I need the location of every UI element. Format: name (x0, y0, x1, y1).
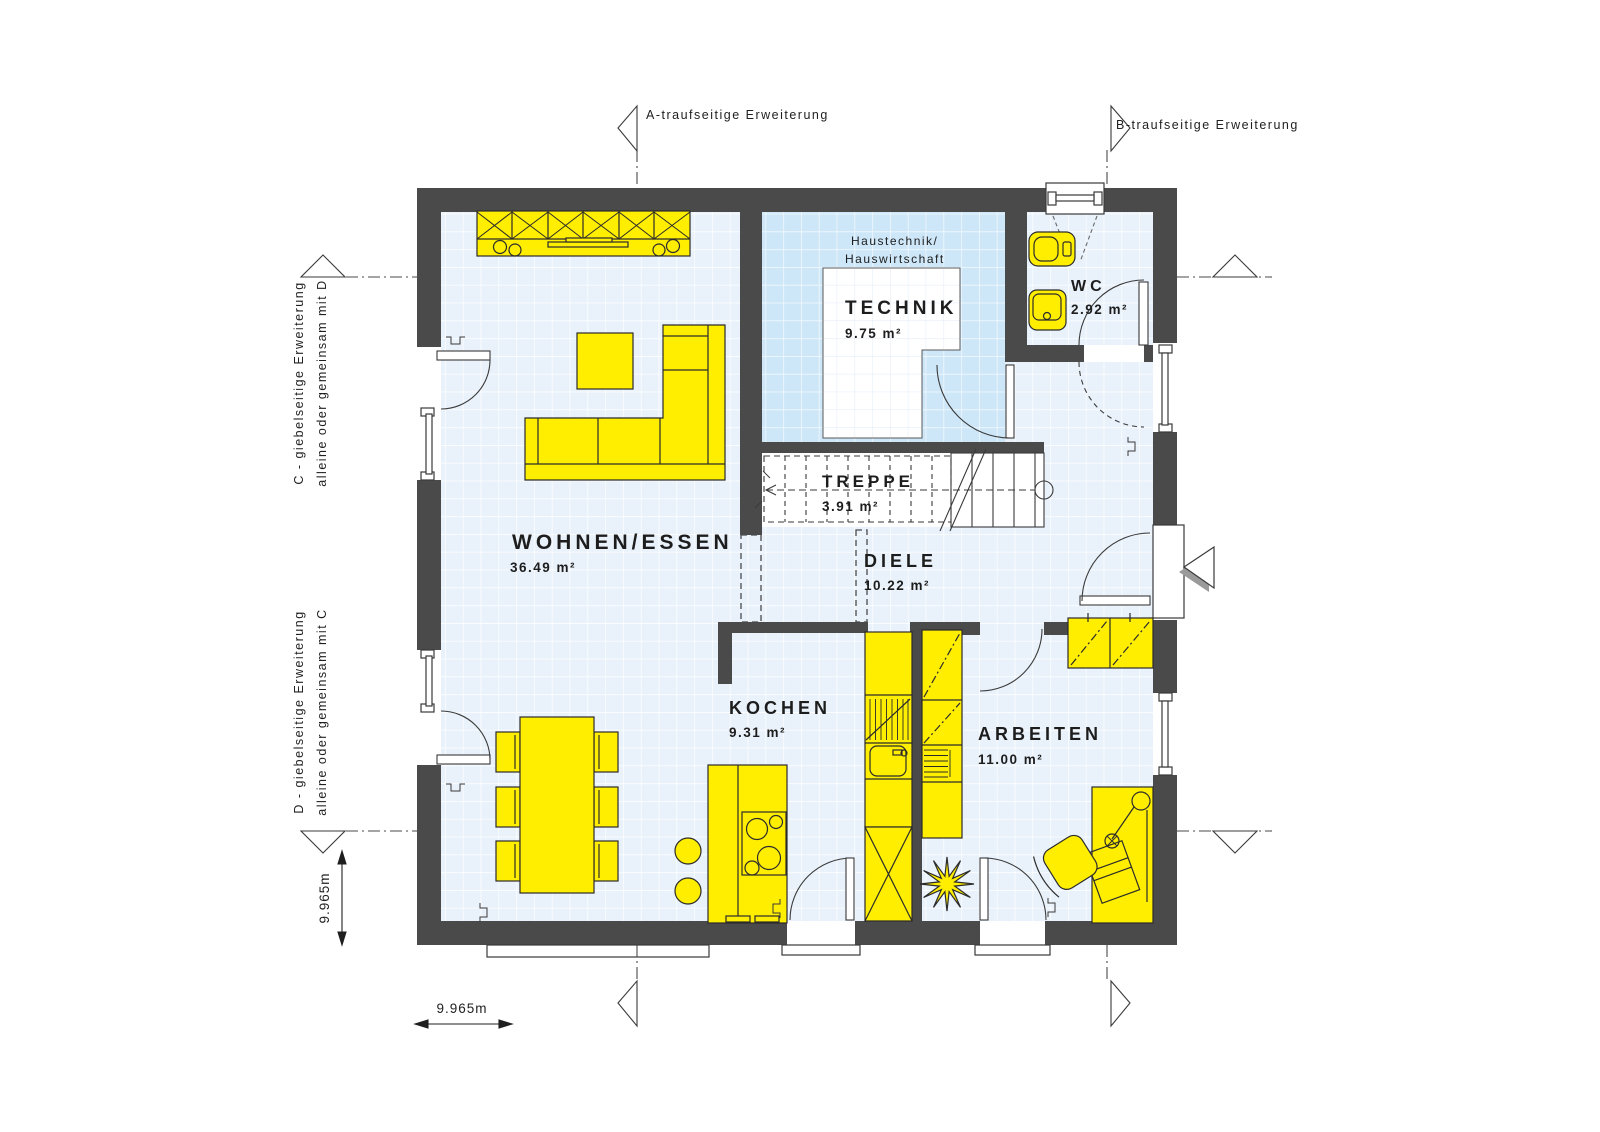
wall-wc-bottom-left (1005, 345, 1084, 362)
wall-kochen-arbeiten (910, 622, 922, 921)
entrance-arrow (1179, 545, 1215, 592)
stair-walk-arrow (764, 484, 777, 496)
sideboard (476, 210, 691, 257)
room-label-wohnen: WOHNEN/ESSEN (512, 531, 733, 554)
office-shelf (921, 629, 963, 839)
room-area-kochen: 9.31 m² (729, 725, 786, 740)
room-label-treppe: TREPPE (822, 472, 914, 491)
room-area-diele: 10.22 m² (864, 578, 930, 593)
technik-inset (822, 267, 961, 439)
annotation-d-line2: alleine oder gemeinsam mit C (315, 608, 329, 815)
sofa (524, 324, 726, 481)
axis-triangles (299, 104, 1259, 1028)
triangle-c-left (299, 254, 347, 278)
wall-kochen-stub (718, 622, 732, 684)
staircase (754, 448, 1054, 532)
window-right-arbeiten (1158, 692, 1173, 776)
wall-wohnen-technik (740, 212, 762, 535)
stool (674, 877, 702, 905)
terrace-edge (486, 944, 710, 958)
annotation-b: B-traufseitige Erweiterung (1116, 118, 1299, 132)
triangle-d-left (299, 830, 347, 854)
wall-kochen-top (718, 622, 868, 633)
threshold-kochen-door (781, 944, 861, 956)
wardrobe (1067, 613, 1154, 669)
wall-arbeiten-top-right (1044, 622, 1068, 635)
window-right-upper (1158, 344, 1173, 433)
room-label-technik: TECHNIK (845, 298, 957, 319)
toilet (1028, 231, 1076, 267)
dashed-opening-wohnen-diele (740, 534, 762, 623)
dining-set (495, 716, 619, 894)
cooktop (741, 811, 787, 876)
plant (919, 856, 975, 912)
window-wc-top (1045, 182, 1105, 215)
dimension-vertical: 9.965m (317, 872, 332, 923)
office-chair (1032, 834, 1098, 898)
door-wc (1078, 279, 1149, 428)
doors (436, 215, 1151, 921)
kitchen-island (707, 764, 788, 924)
furniture (476, 210, 1154, 924)
door-kochen-terrace (789, 857, 855, 921)
triangle-b-bottom (1110, 979, 1131, 1028)
door-arbeiten-terrace (979, 857, 1047, 921)
annotation-a: A-traufseitige Erweiterung (646, 108, 829, 122)
room-label-diele: DIELE (864, 551, 937, 571)
stair-walk-end (1034, 480, 1054, 500)
room-label-kochen: KOCHEN (729, 698, 831, 718)
technik-subtitle2: Hauswirtschaft (845, 252, 945, 266)
door-terrace-left-lower (436, 710, 491, 765)
labels: A-traufseitige Erweiterung B-traufseitig… (292, 108, 1299, 1016)
dining-table (519, 716, 595, 894)
dashed-opening-diele-kochen (855, 529, 868, 623)
window-left-lower (420, 649, 435, 713)
window-left-upper (420, 407, 435, 481)
wall-step-marks (446, 336, 1136, 922)
wall-technik-wc (1005, 212, 1027, 347)
door-technik (936, 364, 1015, 439)
coffee-table (576, 332, 634, 390)
triangle-a-bottom (617, 979, 638, 1028)
annotation-d-line1: D - giebelseitige Erweiterung (292, 610, 306, 813)
room-area-wohnen: 36.49 m² (510, 560, 576, 575)
room-area-treppe: 3.91 m² (822, 499, 879, 514)
room-area-technik: 9.75 m² (845, 326, 902, 341)
threshold-arbeiten-door (974, 944, 1051, 956)
tv (547, 241, 629, 248)
room-label-arbeiten: ARBEITEN (978, 724, 1102, 744)
sink (869, 745, 907, 777)
room-area-wc: 2.92 m² (1071, 302, 1128, 317)
triangle-a-top (617, 104, 638, 153)
desk-lamp (1131, 791, 1151, 811)
stool (674, 837, 702, 865)
desk (1083, 786, 1154, 924)
technik-subtitle1: Haustechnik/ (851, 234, 938, 248)
door-terrace-left-upper (436, 350, 491, 410)
windows (420, 182, 1185, 958)
wall-left (417, 188, 441, 945)
annotation-c-line2: alleine oder gemeinsam mit D (315, 279, 329, 486)
triangle-c-right (1211, 254, 1259, 278)
room-label-wc: WC (1071, 278, 1106, 295)
dashed-openings (740, 529, 868, 623)
wc-sink (1028, 289, 1067, 331)
triangle-b-top (1110, 104, 1131, 153)
annotation-c-line1: C - giebelseitige Erweiterung (292, 281, 306, 484)
triangle-d-right (1211, 830, 1259, 854)
door-arbeiten (979, 628, 1043, 692)
room-area-arbeiten: 11.00 m² (978, 752, 1043, 767)
kitchen-counter (864, 631, 913, 922)
entry-door-frame (1152, 524, 1185, 619)
wall-wc-bottom-right (1144, 345, 1153, 362)
wall-technik-treppe (740, 442, 1044, 453)
dimension-lines (337, 849, 514, 1029)
door-entry (1079, 532, 1151, 606)
dimension-horizontal: 9.965m (436, 1001, 487, 1016)
